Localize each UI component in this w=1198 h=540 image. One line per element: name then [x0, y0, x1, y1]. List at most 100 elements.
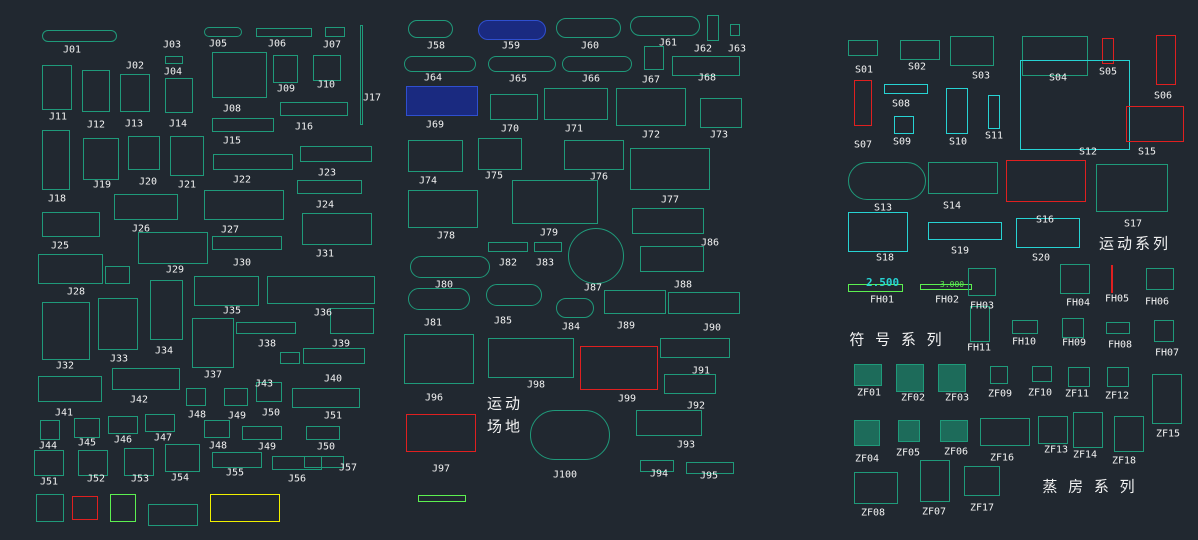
cad-block-symbol[interactable] [204, 420, 230, 438]
cad-block-symbol[interactable] [256, 382, 282, 402]
cad-block-symbol[interactable] [204, 27, 242, 37]
cad-block-symbol[interactable] [672, 56, 740, 76]
cad-block-symbol[interactable] [406, 414, 476, 452]
cad-block-symbol[interactable] [854, 80, 872, 126]
cad-block-symbol[interactable] [105, 266, 130, 284]
cad-block-symbol[interactable] [644, 46, 664, 70]
cad-block-symbol[interactable] [303, 348, 365, 364]
cad-block-symbol[interactable] [928, 222, 1002, 240]
cad-block-symbol[interactable] [170, 136, 204, 176]
cad-block-symbol[interactable] [664, 374, 716, 394]
cad-block-symbol[interactable] [82, 70, 110, 112]
cad-block-symbol[interactable] [640, 246, 704, 272]
cad-block-symbol[interactable] [990, 366, 1008, 384]
cad-block-symbol[interactable] [946, 88, 968, 134]
cad-block-symbol[interactable] [302, 213, 372, 245]
cad-block-symbol[interactable] [224, 388, 248, 406]
cad-block-symbol[interactable] [630, 16, 700, 36]
cad-block-symbol[interactable] [404, 334, 474, 384]
cad-block-symbol[interactable] [632, 208, 704, 234]
cad-block-symbol[interactable] [854, 364, 882, 386]
cad-block-symbol[interactable] [968, 268, 996, 296]
cad-block-symbol[interactable] [478, 138, 522, 170]
cad-block-symbol[interactable] [580, 346, 658, 390]
cad-block-symbol[interactable] [848, 284, 903, 292]
cad-block-symbol[interactable] [604, 290, 666, 314]
cad-block-symbol[interactable] [640, 460, 674, 472]
cad-block-symbol[interactable] [564, 140, 624, 170]
cad-block-symbol[interactable] [1107, 367, 1129, 387]
cad-block-symbol[interactable] [1073, 412, 1103, 448]
cad-block-symbol[interactable] [194, 276, 259, 306]
cad-block-symbol[interactable] [42, 30, 117, 42]
cad-block-symbol[interactable] [42, 212, 100, 237]
cad-block-symbol[interactable] [1106, 322, 1130, 334]
cad-block-symbol[interactable] [1068, 367, 1090, 387]
cad-block-symbol[interactable] [1022, 36, 1088, 76]
cad-block-symbol[interactable] [950, 36, 994, 66]
cad-block-symbol[interactable] [884, 84, 928, 94]
cad-block-symbol[interactable] [636, 410, 702, 436]
cad-block-symbol[interactable] [938, 364, 966, 392]
cad-block-symbol[interactable] [1126, 106, 1184, 142]
cad-block-symbol[interactable] [408, 288, 470, 310]
cad-block-symbol[interactable] [304, 456, 344, 468]
cad-block-symbol[interactable] [848, 40, 878, 56]
cad-block-symbol[interactable] [42, 130, 70, 190]
cad-block-symbol[interactable] [854, 420, 880, 446]
cad-block-symbol[interactable] [686, 462, 734, 474]
cad-block-symbol[interactable] [964, 466, 1000, 496]
cad-block-symbol[interactable] [272, 456, 322, 470]
cad-block-symbol[interactable] [418, 495, 466, 502]
cad-block-symbol[interactable] [280, 352, 300, 364]
cad-block-symbol[interactable] [1016, 218, 1080, 248]
cad-block-symbol[interactable] [42, 65, 72, 110]
cad-block-symbol[interactable] [325, 27, 345, 37]
cad-block-symbol[interactable] [410, 256, 490, 278]
cad-block-symbol[interactable] [213, 154, 293, 170]
cad-block-symbol[interactable] [630, 148, 710, 190]
cad-block-symbol[interactable] [297, 180, 362, 194]
cad-block-symbol[interactable] [894, 116, 914, 134]
cad-block-symbol[interactable] [1096, 164, 1168, 212]
cad-block-symbol[interactable] [74, 418, 100, 438]
cad-block-symbol[interactable] [490, 94, 538, 120]
cad-block-symbol[interactable] [408, 140, 463, 172]
cad-block-symbol[interactable] [568, 228, 624, 284]
cad-block-symbol[interactable] [1146, 268, 1174, 290]
cad-block-symbol[interactable] [267, 276, 375, 304]
cad-block-symbol[interactable] [236, 322, 296, 334]
cad-block-symbol[interactable] [98, 298, 138, 350]
cad-block-symbol[interactable] [1111, 265, 1113, 293]
cad-block-symbol[interactable] [110, 494, 136, 522]
cad-block-symbol[interactable] [114, 194, 178, 220]
cad-block-symbol[interactable] [920, 284, 972, 290]
cad-block-symbol[interactable] [900, 40, 940, 60]
cad-block-symbol[interactable] [212, 52, 267, 98]
cad-block-symbol[interactable] [1006, 160, 1086, 202]
cad-block-symbol[interactable] [292, 388, 360, 408]
cad-block-symbol[interactable] [1062, 318, 1084, 338]
cad-block-symbol[interactable] [1012, 320, 1038, 334]
cad-block-symbol[interactable] [72, 496, 98, 520]
cad-block-symbol[interactable] [406, 86, 478, 116]
cad-block-symbol[interactable] [1020, 60, 1130, 150]
cad-block-symbol[interactable] [512, 180, 598, 224]
cad-block-symbol[interactable] [980, 418, 1030, 446]
cad-block-symbol[interactable] [186, 388, 206, 406]
cad-block-symbol[interactable] [192, 318, 234, 368]
cad-block-symbol[interactable] [1038, 416, 1068, 444]
cad-block-symbol[interactable] [40, 420, 60, 440]
cad-block-symbol[interactable] [120, 74, 150, 112]
cad-block-symbol[interactable] [204, 190, 284, 220]
cad-block-symbol[interactable] [273, 55, 298, 83]
cad-block-symbol[interactable] [165, 78, 193, 113]
cad-block-symbol[interactable] [300, 146, 372, 162]
cad-block-symbol[interactable] [898, 420, 920, 442]
cad-block-symbol[interactable] [313, 55, 341, 81]
cad-block-symbol[interactable] [330, 308, 374, 334]
cad-block-symbol[interactable] [556, 298, 594, 318]
cad-block-symbol[interactable] [112, 368, 180, 390]
cad-block-symbol[interactable] [848, 162, 926, 200]
